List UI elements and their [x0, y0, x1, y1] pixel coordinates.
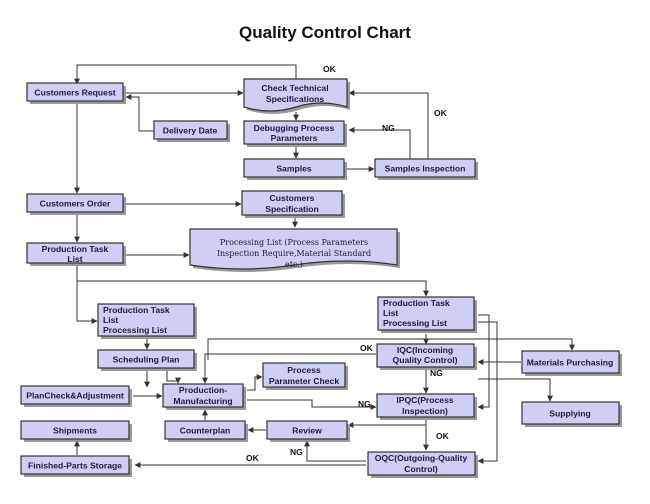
svg-text:Processing List (Process Param: Processing List (Process Parameters — [220, 238, 368, 247]
chart-title: Quality Control Chart — [239, 23, 411, 42]
edge-deliverydate-to-request — [125, 94, 154, 132]
node-customers-request[interactable]: Customers Request — [26, 82, 126, 104]
svg-text:Processing List: Processing List — [383, 318, 447, 328]
node-plan-check-adjustment[interactable]: PlanCheck&Adjustment — [20, 385, 132, 407]
node-review[interactable]: Review — [266, 420, 350, 442]
node-samples-inspection[interactable]: Samples Inspection — [374, 158, 478, 180]
node-shipments[interactable]: Shipments — [20, 420, 132, 442]
svg-text:Processing List: Processing List — [103, 325, 167, 335]
edge-ptlright-to-ipqc — [477, 314, 490, 410]
svg-text:Production-: Production- — [179, 385, 227, 395]
edge-check-ok-to-request — [74, 64, 297, 85]
edge-label-ng-debug: NG — [382, 123, 395, 133]
node-supplying[interactable]: Supplying — [521, 401, 622, 427]
svg-text:Inspection Require,Material St: Inspection Require,Material Standard — [217, 249, 371, 258]
edge-iqc-ok-to-production — [202, 353, 376, 384]
svg-text:Specifications: Specifications — [266, 94, 324, 104]
svg-text:OQC(Outgoing-Quality: OQC(Outgoing-Quality — [375, 453, 468, 463]
svg-text:Customers Request: Customers Request — [34, 88, 115, 98]
svg-text:Production Task: Production Task — [42, 244, 109, 254]
edge-labels: OK OK NG OK NG NG OK NG OK — [246, 64, 450, 463]
node-scheduling-plan[interactable]: Scheduling Plan — [97, 349, 197, 371]
edge-production-to-paramcheck — [247, 374, 263, 391]
edge-inspection-ng-to-debugging — [348, 127, 411, 160]
edge-scheduling-to-production — [166, 369, 181, 384]
edge-inspection-ok-to-check — [348, 90, 429, 160]
svg-text:Check Technical: Check Technical — [261, 83, 328, 93]
edge-label-ng-ipqc: NG — [430, 368, 443, 378]
edge-ptlright-to-materials — [207, 338, 575, 360]
node-counterplan[interactable]: Counterplan — [164, 420, 248, 442]
edge-ptl-to-ptl-left — [76, 266, 98, 324]
svg-text:Samples Inspection: Samples Inspection — [385, 164, 466, 174]
svg-text:List: List — [103, 315, 118, 325]
svg-text:Control): Control) — [404, 464, 438, 474]
svg-text:Customers: Customers — [270, 193, 315, 203]
node-ptl-processing-right[interactable]: Production Task List Processing List — [377, 296, 477, 333]
svg-text:Manufacturing: Manufacturing — [173, 396, 232, 406]
node-check-technical-specifications[interactable]: Check Technical Specifications — [243, 78, 350, 114]
edge-production-to-ipqc — [247, 399, 377, 410]
svg-text:Review: Review — [292, 426, 322, 436]
svg-text:Production Task: Production Task — [103, 305, 170, 315]
svg-text:Finished-Parts Storage: Finished-Parts Storage — [28, 461, 122, 471]
svg-text:Quality Control): Quality Control) — [393, 355, 458, 365]
edge-label-ng-review: NG — [290, 447, 303, 457]
edge-label-ok-top: OK — [323, 64, 337, 74]
svg-text:Parameter Check: Parameter Check — [269, 376, 339, 386]
connectors — [74, 64, 575, 468]
edge-ptlright-to-oqc — [477, 321, 498, 464]
edge-label-ok-storage: OK — [246, 453, 260, 463]
svg-text:IQC(Incoming: IQC(Incoming — [397, 345, 453, 355]
edge-iqc-to-supplying — [478, 378, 553, 402]
edge-oqc-ng-to-review — [304, 440, 366, 462]
svg-text:Production Task: Production Task — [383, 298, 450, 308]
svg-text:Supplying: Supplying — [549, 409, 591, 419]
node-finished-parts-storage[interactable]: Finished-Parts Storage — [20, 455, 132, 477]
edge-ptl-to-ptl-right — [77, 280, 429, 297]
node-iqc[interactable]: IQC(Incoming Quality Control) — [376, 343, 477, 370]
node-production-task-list[interactable]: Production Task List — [26, 242, 126, 266]
node-production-manufacturing[interactable]: Production- Manufacturing — [162, 383, 246, 410]
node-ptl-processing-left[interactable]: Production Task List Processing List — [97, 303, 197, 339]
edge-label-ng-production: NG — [358, 399, 371, 409]
edge-label-ok-iqc: OK — [360, 343, 374, 353]
node-materials-purchasing[interactable]: Materials Purchasing — [521, 350, 622, 376]
node-customers-specification[interactable]: Customers Specification — [241, 190, 345, 218]
svg-text:Parameters: Parameters — [271, 133, 318, 143]
svg-text:Delivery Date: Delivery Date — [163, 126, 218, 136]
svg-text:etc.): etc.) — [285, 260, 303, 269]
svg-text:Process: Process — [287, 365, 321, 375]
node-samples[interactable]: Samples — [243, 158, 347, 180]
svg-text:PlanCheck&Adjustment: PlanCheck&Adjustment — [26, 391, 124, 401]
node-processing-list-document[interactable]: Processing List (Process Parameters Insp… — [189, 228, 400, 272]
svg-text:Samples: Samples — [276, 164, 312, 174]
svg-text:IPQC(Process: IPQC(Process — [396, 395, 454, 405]
nodes: Customers Request Check Technical Specif… — [20, 78, 622, 478]
edge-label-ok-ipqc: OK — [436, 431, 450, 441]
svg-text:List: List — [383, 308, 398, 318]
svg-text:Customers Order: Customers Order — [40, 199, 111, 209]
node-process-parameter-check[interactable]: Process Parameter Check — [262, 362, 348, 390]
node-customers-order[interactable]: Customers Order — [26, 193, 126, 215]
edge-label-ok-samples: OK — [434, 108, 448, 118]
node-oqc[interactable]: OQC(Outgoing-Quality Control) — [367, 451, 478, 478]
svg-text:Materials Purchasing: Materials Purchasing — [527, 358, 613, 368]
node-ipqc[interactable]: IPQC(Process Inspection) — [376, 393, 477, 420]
svg-text:Counterplan: Counterplan — [180, 426, 231, 436]
node-delivery-date[interactable]: Delivery Date — [153, 120, 230, 142]
node-debugging-process-parameters[interactable]: Debugging Process Parameters — [243, 120, 347, 147]
svg-text:Shipments: Shipments — [53, 426, 97, 436]
svg-text:List: List — [67, 254, 82, 264]
svg-text:Scheduling Plan: Scheduling Plan — [113, 355, 180, 365]
svg-text:Debugging Process: Debugging Process — [254, 123, 335, 133]
svg-text:Inspection): Inspection) — [402, 406, 448, 416]
svg-text:Specification: Specification — [265, 204, 318, 214]
